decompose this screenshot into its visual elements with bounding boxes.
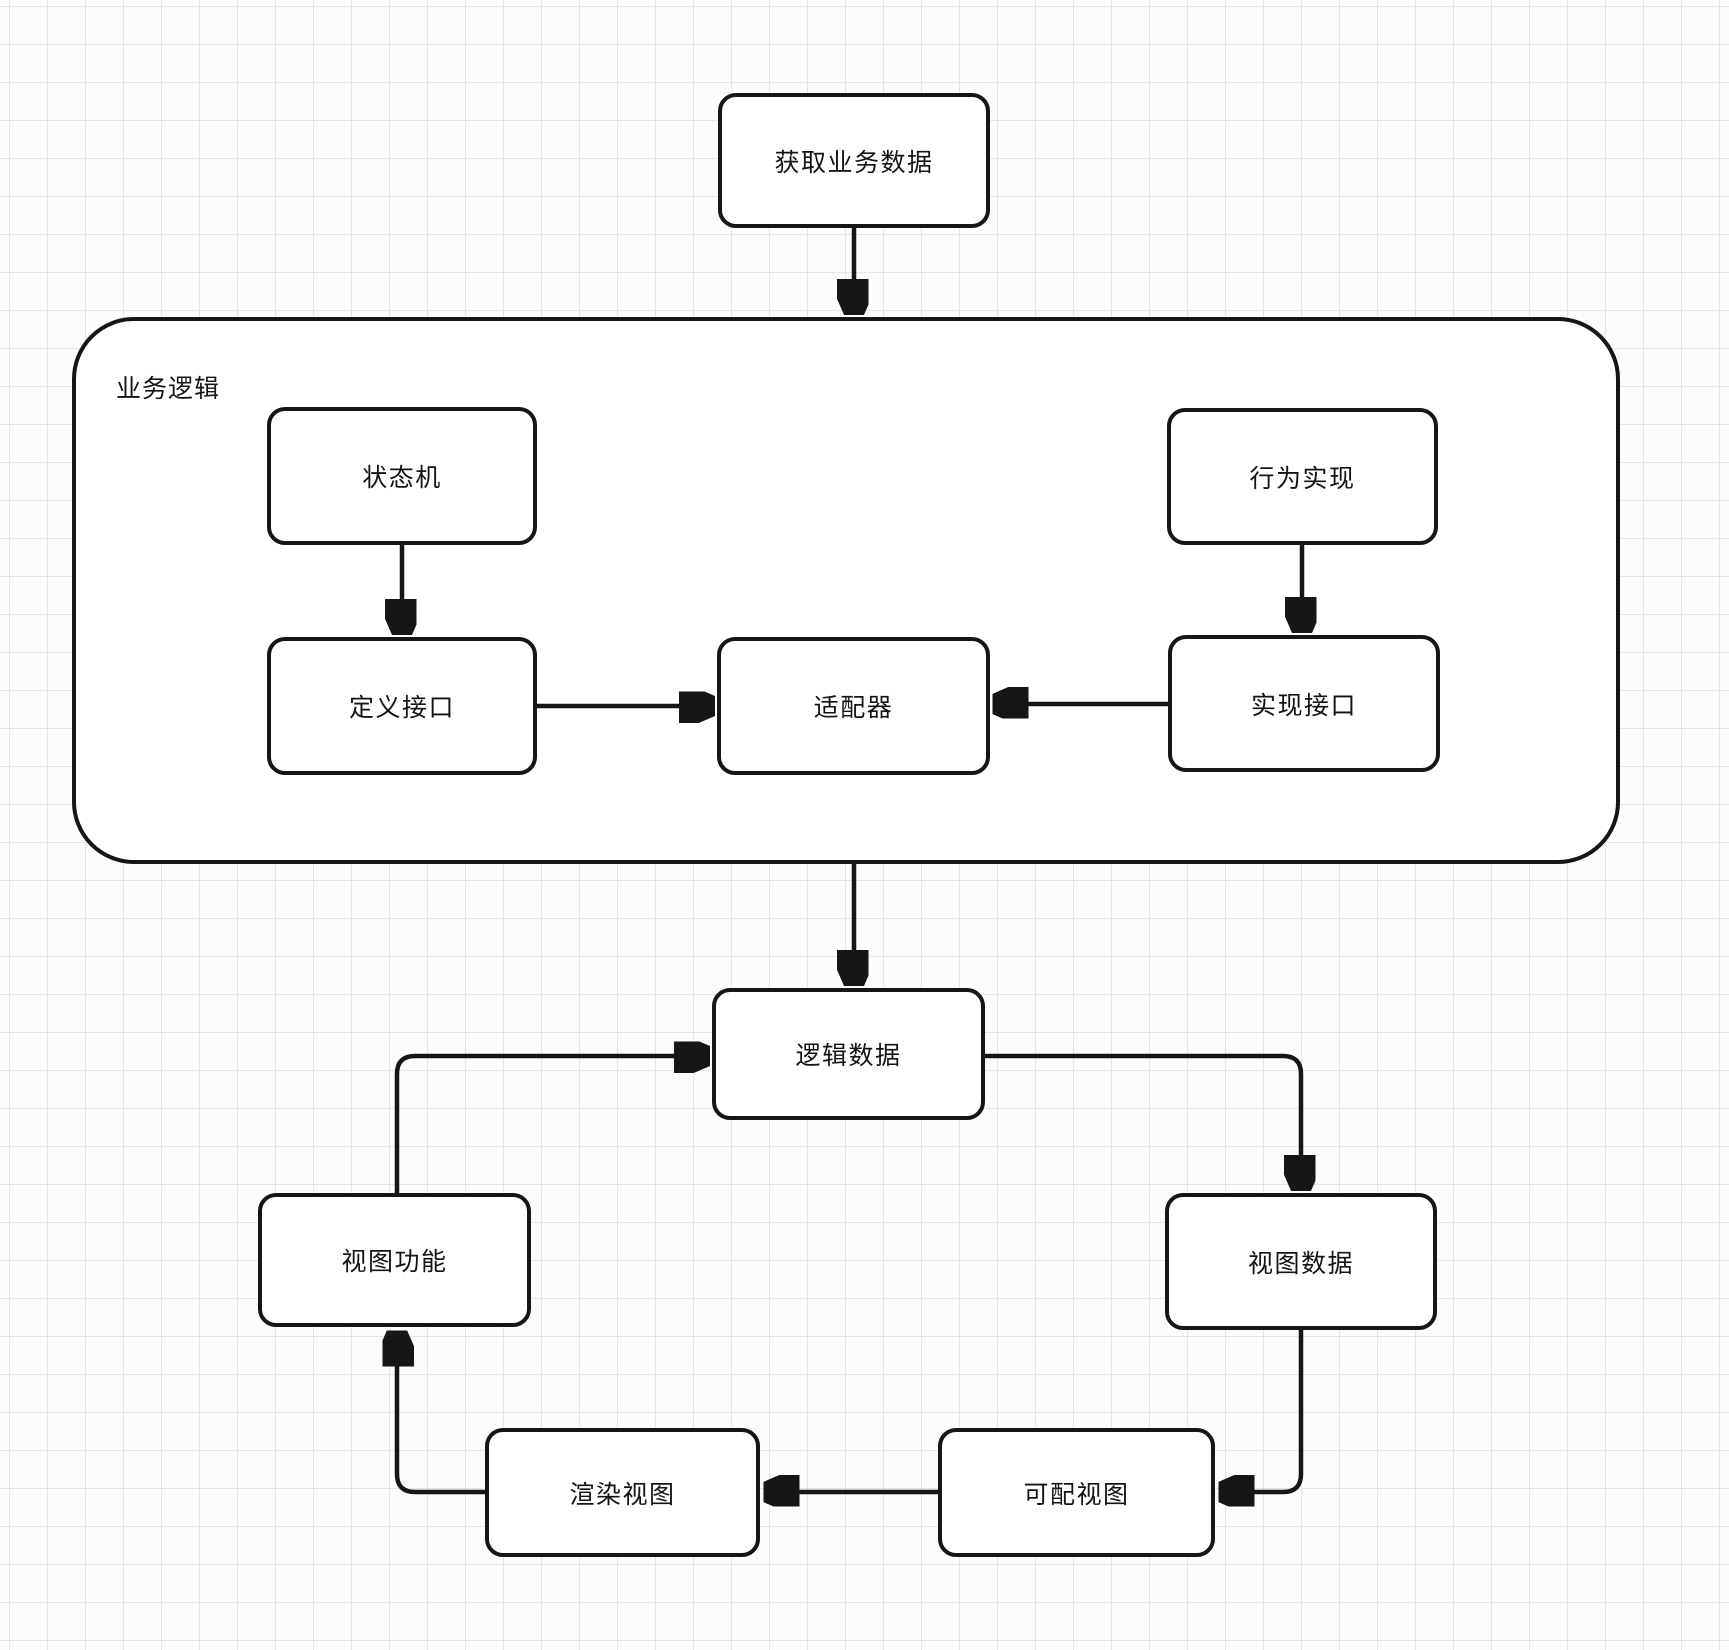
arrow-view-function-to-logic-data bbox=[394, 1056, 703, 1193]
group-business-logic: 业务逻辑 bbox=[72, 317, 1620, 864]
node-adapter-label: 适配器 bbox=[813, 694, 894, 722]
node-adapter: 适配器 bbox=[717, 637, 990, 775]
node-fetch-business-data: 获取业务数据 bbox=[718, 93, 990, 228]
node-configurable-view: 可配视图 bbox=[938, 1428, 1215, 1557]
arrow-logic-data-to-view-data bbox=[985, 1053, 1301, 1184]
arrow-view-data-to-configurable-view bbox=[1225, 1330, 1304, 1492]
node-define-interface: 定义接口 bbox=[267, 637, 537, 775]
node-render-view-label: 渲染视图 bbox=[569, 1480, 676, 1509]
node-behavior-impl-label: 行为实现 bbox=[1249, 464, 1356, 493]
arrow-render-view-to-view-function bbox=[397, 1337, 485, 1495]
node-view-data: 视图数据 bbox=[1165, 1193, 1437, 1330]
node-state-machine: 状态机 bbox=[267, 407, 537, 545]
node-render-view: 渲染视图 bbox=[485, 1428, 760, 1557]
node-behavior-impl: 行为实现 bbox=[1167, 408, 1438, 545]
group-business-logic-label: 业务逻辑 bbox=[116, 375, 221, 403]
node-view-function-label: 视图功能 bbox=[341, 1248, 448, 1276]
node-logic-data-label: 逻辑数据 bbox=[795, 1042, 902, 1070]
node-view-data-label: 视图数据 bbox=[1247, 1249, 1354, 1278]
node-configurable-view-label: 可配视图 bbox=[1023, 1480, 1130, 1509]
node-define-interface-label: 定义接口 bbox=[348, 694, 455, 722]
node-logic-data: 逻辑数据 bbox=[712, 988, 985, 1120]
node-implement-interface-label: 实现接口 bbox=[1250, 691, 1357, 720]
node-fetch-business-data-label: 获取业务数据 bbox=[774, 148, 934, 177]
node-state-machine-label: 状态机 bbox=[362, 464, 442, 492]
node-view-function: 视图功能 bbox=[258, 1193, 531, 1327]
node-implement-interface: 实现接口 bbox=[1168, 635, 1440, 772]
